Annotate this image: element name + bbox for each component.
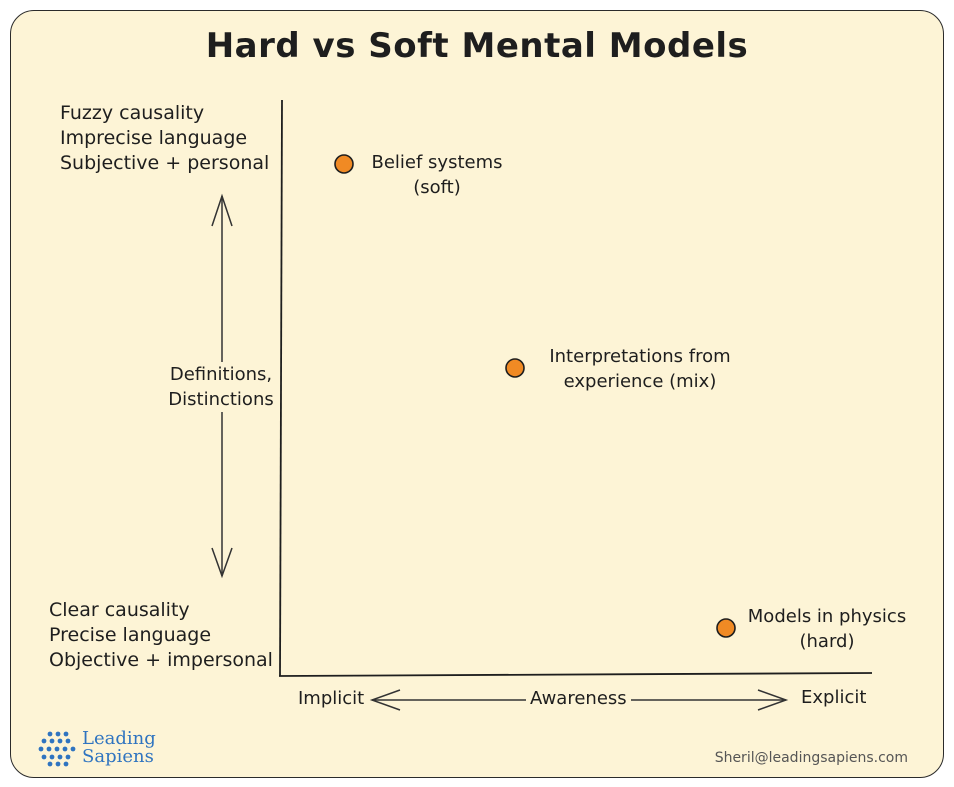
logo-line: Sapiens: [82, 746, 154, 767]
point-label-line: Belief systems: [371, 152, 503, 173]
y-top-descriptors: Fuzzy causality Imprecise language Subje…: [60, 101, 269, 176]
leading-sapiens-logo-icon: [38, 731, 76, 767]
point-label-line: Interpretations from: [549, 346, 731, 367]
y-top-line: Subjective + personal: [60, 152, 270, 174]
x-axis-left-label: Implicit: [298, 688, 365, 709]
x-axis-label: Awareness: [526, 688, 631, 709]
y-axis-label: Definitions, Distinctions: [162, 362, 280, 412]
point-label-line: (soft): [413, 177, 461, 198]
x-arrow-head-left: [369, 689, 401, 711]
point-belief-systems: [334, 154, 354, 174]
author-email: Sheril@leadingsapiens.com: [714, 750, 908, 766]
label-models-physics: Models in physics (hard): [742, 604, 912, 654]
y-bottom-descriptors: Clear causality Precise language Objecti…: [49, 598, 273, 673]
diagram-title: Hard vs Soft Mental Models: [205, 26, 749, 66]
x-axis-line: [278, 672, 873, 677]
y-axis-line: [279, 99, 283, 677]
y-bottom-line: Objective + impersonal: [49, 649, 273, 671]
point-label-line: (hard): [799, 631, 855, 652]
point-interpretations: [505, 358, 525, 378]
y-bottom-line: Precise language: [49, 624, 212, 646]
y-bottom-line: Clear causality: [49, 599, 190, 621]
y-top-line: Fuzzy causality: [60, 102, 205, 124]
logo-line: Leading: [82, 728, 156, 749]
label-interpretations: Interpretations from experience (mix): [534, 344, 746, 394]
point-label-line: experience (mix): [563, 371, 717, 392]
x-axis-right-label: Explicit: [801, 687, 867, 708]
y-top-line: Imprecise language: [60, 127, 248, 149]
point-label-line: Models in physics: [747, 606, 907, 627]
label-belief-systems: Belief systems (soft): [364, 150, 510, 200]
x-arrow-head-right: [757, 689, 789, 711]
y-axis-label-line: Definitions,: [169, 364, 273, 385]
y-arrow-head-down: [211, 547, 233, 579]
y-arrow-head-up: [211, 193, 233, 227]
logo-wordmark: Leading Sapiens: [82, 730, 156, 766]
point-models-physics: [716, 618, 736, 638]
y-axis-label-line: Distinctions: [168, 389, 274, 410]
